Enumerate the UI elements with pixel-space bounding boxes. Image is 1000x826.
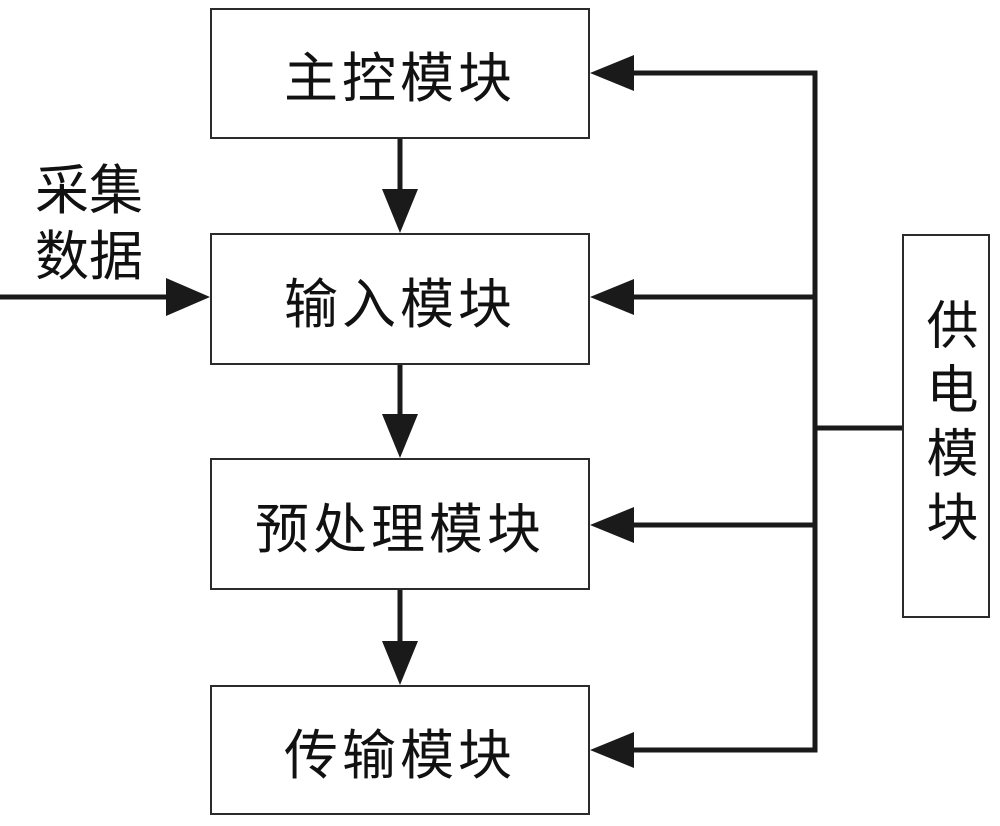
box-preprocess-module: 预处理模块 bbox=[210, 458, 590, 590]
arrow-preprocess-to-transmission bbox=[382, 586, 418, 685]
box-input-module: 输入模块 bbox=[210, 233, 590, 365]
power-trunk-line bbox=[630, 70, 818, 753]
box-power-supply-label: 供电模块 bbox=[918, 298, 975, 554]
box-input-label: 输入模块 bbox=[284, 274, 516, 335]
box-main-control-module: 主控模块 bbox=[210, 8, 590, 139]
box-transmission-label: 传输模块 bbox=[284, 725, 516, 786]
arrow-input-to-preprocess bbox=[382, 361, 418, 458]
arrow-main-to-input bbox=[382, 135, 418, 233]
box-transmission-module: 传输模块 bbox=[210, 685, 590, 815]
box-power-supply-module: 供电模块 bbox=[902, 234, 990, 618]
collected-data-label: 采集 数据 bbox=[35, 161, 143, 287]
arrow-power-to-input bbox=[590, 279, 634, 315]
box-preprocess-label: 预处理模块 bbox=[255, 499, 545, 560]
arrow-data-into-input bbox=[0, 278, 210, 316]
arrow-power-to-preprocess bbox=[590, 507, 634, 543]
arrow-power-to-transmission bbox=[590, 732, 634, 768]
arrow-power-to-main bbox=[590, 55, 634, 91]
box-main-control-label: 主控模块 bbox=[284, 49, 516, 109]
